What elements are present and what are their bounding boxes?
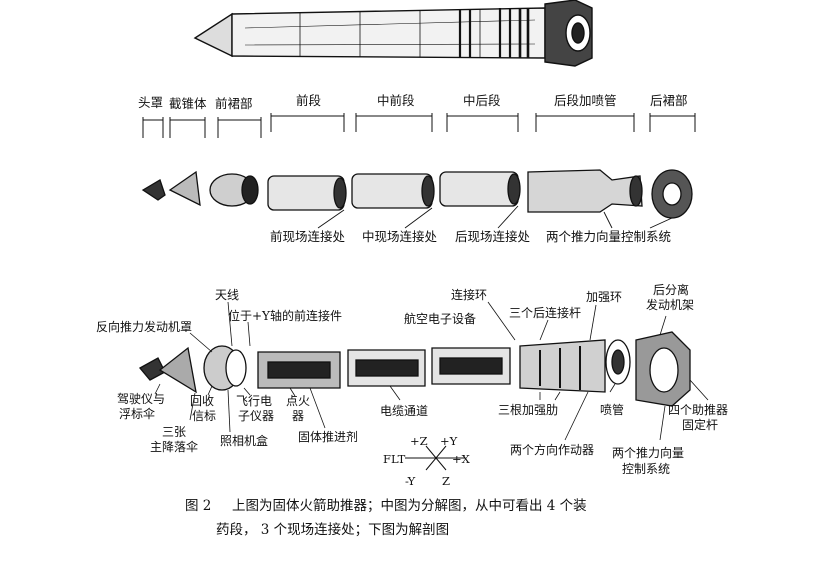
label-camera: 照相机盒 (220, 434, 269, 448)
label-separation-2: 发动机架 (646, 298, 695, 312)
axis-z: Z (442, 474, 450, 488)
label-aft-rods: 三个后连接杆 (509, 306, 582, 320)
label-separation-1: 后分离 (653, 283, 690, 297)
axis-minus-y: -Y (405, 474, 416, 488)
figure-number: 图 2 (185, 498, 212, 514)
joint-label-aft: 后现场连接处 (455, 229, 531, 244)
caption-line-2: 药段， 3 个现场连接处；下图为解剖图 (216, 522, 450, 538)
label-tvc-2: 控制系统 (622, 462, 671, 476)
label-parachute-1: 驾驶仪与 (117, 392, 166, 406)
segment-label-nose-cap: 头罩 (138, 95, 164, 110)
joint-label-tvc: 两个推力向量控制系统 (546, 229, 672, 244)
segment-label-aft-center: 中后段 (463, 93, 501, 108)
label-parachute-2: 浮标伞 (119, 407, 156, 421)
label-four-booster-1: 四个助推器 (668, 403, 729, 417)
segment-label-frustum: 截锥体 (169, 96, 207, 111)
segment-label-forward-segment: 前段 (296, 93, 322, 108)
segment-label-forward-skirt: 前裙部 (215, 96, 253, 111)
exploded-segments (141, 169, 693, 219)
label-three-stiffeners: 三根加强肋 (498, 403, 559, 417)
caption-line-1: 上图为固体火箭助推器；中图为分解图，从中可看出 4 个装 (232, 498, 587, 514)
segment-label-aft-nozzle: 后段加喷管 (554, 93, 617, 108)
joint-label-forward: 前现场连接处 (270, 229, 346, 244)
label-tvc-1: 两个推力向量 (612, 446, 685, 460)
label-igniter-2: 器 (292, 409, 305, 423)
axis-diagram (405, 445, 465, 471)
label-igniter-1: 点火 (286, 394, 311, 408)
axis-flt: FLT (383, 452, 406, 466)
axis-plus-y: +Y (440, 434, 458, 448)
segment-label-aft-skirt: 后裙部 (650, 93, 688, 108)
label-connecting-ring: 连接环 (451, 288, 488, 302)
joint-pointers (317, 205, 673, 229)
segment-label-forward-center: 中前段 (377, 93, 415, 108)
label-three-chutes-1: 三张 (162, 425, 187, 439)
cutaway-drawing (138, 331, 691, 407)
label-cable-tunnel: 电缆通道 (380, 404, 429, 418)
segment-brackets (142, 113, 696, 138)
label-propellant: 固体推进剂 (298, 430, 359, 444)
label-three-chutes-2: 主降落伞 (150, 440, 199, 454)
label-four-booster-2: 固定杆 (682, 418, 719, 432)
label-nozzle: 喷管 (600, 403, 625, 417)
assembled-booster-drawing (193, 0, 593, 67)
label-actuators: 两个方向作动器 (510, 443, 595, 457)
label-antenna: 天线 (215, 288, 240, 302)
cutaway-leaders (154, 301, 709, 441)
label-y-axis-connector: 位于+Y轴的前连接件 (228, 309, 342, 323)
axis-plus-x: +X (452, 452, 470, 466)
label-recovery-2: 信标 (192, 409, 217, 423)
axis-plus-z: +Z (410, 434, 428, 448)
label-recorder-2: 子仪器 (238, 409, 275, 423)
label-avionics: 航空电子设备 (404, 312, 477, 326)
label-reverse-motor-cover: 反向推力发动机罩 (96, 320, 193, 334)
label-stiffener-ring: 加强环 (586, 290, 623, 304)
label-recorder-1: 飞行电 (236, 394, 273, 408)
label-recovery-1: 回收 (190, 394, 215, 408)
joint-label-center: 中现场连接处 (362, 229, 438, 244)
